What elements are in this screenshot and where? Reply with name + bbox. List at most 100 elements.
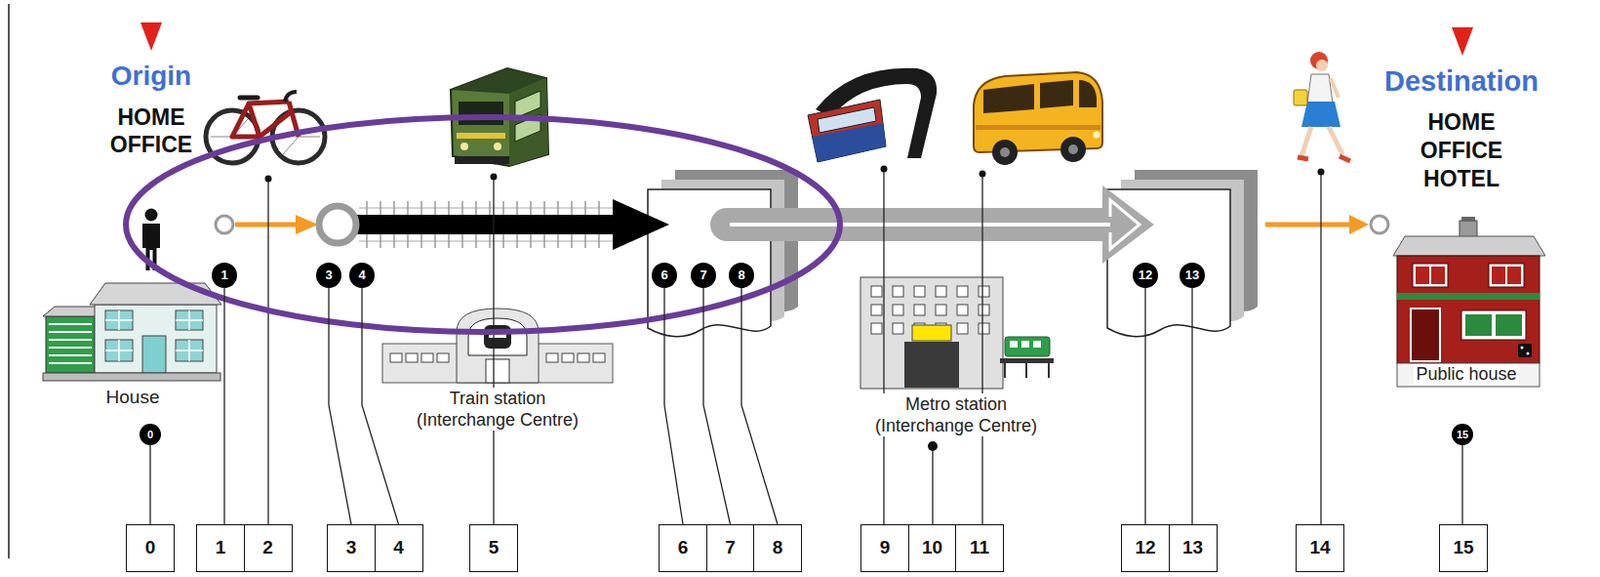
- frame-edge: [8, 3, 10, 559]
- pedestrian-icon: [1301, 101, 1341, 127]
- metro-station-illustration: [1009, 340, 1041, 348]
- rail-arrow: [357, 199, 670, 250]
- number-box: 1: [196, 523, 245, 572]
- number-box: 0: [125, 523, 175, 572]
- leader-line: [361, 287, 400, 524]
- number-box: 10: [908, 523, 958, 572]
- bicycle-icon: [232, 101, 299, 137]
- train-icon: [493, 142, 502, 151]
- step-number: 10: [921, 537, 943, 559]
- bus-icon: [983, 83, 1035, 114]
- house-illustration: [142, 335, 166, 373]
- document-stack: [1107, 189, 1231, 337]
- leader-line: [931, 445, 933, 524]
- house-illustration: [105, 310, 203, 361]
- pedestrian-icon: [1301, 126, 1343, 157]
- step-number: 3: [346, 537, 358, 559]
- callout-circle: 0: [139, 423, 161, 445]
- suspended-railway-icon: [807, 99, 886, 162]
- leader-line: [267, 178, 269, 524]
- step-number: 15: [1452, 537, 1474, 559]
- leader-line: [1144, 287, 1146, 524]
- leader-line: [149, 444, 151, 524]
- callout-number: 6: [660, 268, 668, 282]
- interchange-ring: [319, 205, 357, 243]
- leader-dot: [927, 440, 938, 451]
- number-box: 7: [706, 523, 756, 572]
- callout-circle: 15: [1451, 423, 1474, 445]
- highlight-ellipse: [125, 117, 840, 332]
- bicycle-icon: [240, 95, 258, 101]
- public-house-illustration: [1397, 255, 1540, 363]
- destination-marker: [1451, 27, 1474, 56]
- step-number: 12: [1134, 537, 1156, 559]
- callout-circle: 1: [211, 262, 238, 288]
- bus-icon: [992, 139, 1018, 165]
- house-illustration: [45, 316, 95, 373]
- leader-dot: [265, 175, 273, 183]
- callout-circle: 12: [1132, 262, 1159, 288]
- train-station-illustration: [468, 318, 527, 356]
- public-house-illustration: [1461, 216, 1476, 222]
- public-house-illustration: [1397, 292, 1540, 300]
- building-label: House: [104, 386, 162, 408]
- bus-icon: [973, 72, 1103, 165]
- step-number: 1: [215, 537, 227, 559]
- metro-station-illustration: [860, 277, 1054, 389]
- callout-number: 13: [1185, 268, 1200, 282]
- step-number: 13: [1182, 537, 1203, 559]
- public-house-illustration: [1488, 263, 1524, 287]
- pedestrian-icon: [1293, 89, 1308, 106]
- transit-arrow: [729, 222, 1111, 227]
- house-illustration: [48, 323, 92, 363]
- public-house-illustration: [1431, 266, 1445, 284]
- pedestrian-icon: [1297, 156, 1351, 161]
- house-illustration: [42, 306, 98, 317]
- leader-dot: [490, 173, 498, 181]
- step-number: 14: [1309, 537, 1330, 559]
- egress-arrow: [1370, 215, 1389, 234]
- number-box: 6: [658, 523, 708, 572]
- public-house-illustration: [1412, 263, 1448, 287]
- train-station-illustration: [382, 308, 613, 383]
- house-illustration: [42, 372, 221, 381]
- leader-dot: [880, 165, 888, 173]
- public-house-illustration: [1393, 236, 1546, 256]
- bus-icon: [1079, 80, 1097, 108]
- step-number: 5: [488, 537, 500, 559]
- bus-icon: [1068, 144, 1079, 155]
- train-icon: [458, 101, 504, 125]
- transit-arrow: [710, 185, 1155, 264]
- train-icon: [460, 142, 469, 151]
- step-number: 4: [393, 537, 404, 559]
- step-number: 0: [145, 537, 157, 559]
- callout-circle: 8: [728, 262, 755, 288]
- number-box: 5: [469, 523, 519, 572]
- traveller-figure: [145, 208, 159, 222]
- train-station-illustration: [544, 351, 607, 365]
- callout-number: 4: [358, 268, 365, 282]
- public-house-illustration: [1526, 352, 1530, 356]
- leader-line: [223, 287, 225, 524]
- origin-marker: [140, 22, 162, 51]
- public-house-illustration: [1461, 310, 1526, 340]
- suspended-railway-icon: [807, 68, 937, 162]
- leader-line: [492, 176, 494, 524]
- callout-number: 7: [699, 268, 707, 282]
- egress-arrow: [1265, 214, 1389, 235]
- access-arrow: [215, 215, 234, 234]
- transit-arrow: [710, 185, 1155, 264]
- train-icon: [454, 156, 510, 164]
- access-arrow: [235, 222, 299, 228]
- public-house-illustration: [1507, 266, 1521, 284]
- access-arrow: [215, 214, 319, 235]
- step-number: 7: [724, 537, 736, 559]
- public-house-illustration: [1465, 314, 1492, 336]
- pedestrian-icon: [1307, 74, 1333, 104]
- leader-line: [882, 168, 884, 524]
- leader-dot: [979, 170, 987, 178]
- leader-dot: [265, 165, 1325, 452]
- callout-number: 15: [1456, 428, 1469, 440]
- public-house-illustration: [1491, 266, 1506, 284]
- metro-station-illustration: [1000, 358, 1054, 363]
